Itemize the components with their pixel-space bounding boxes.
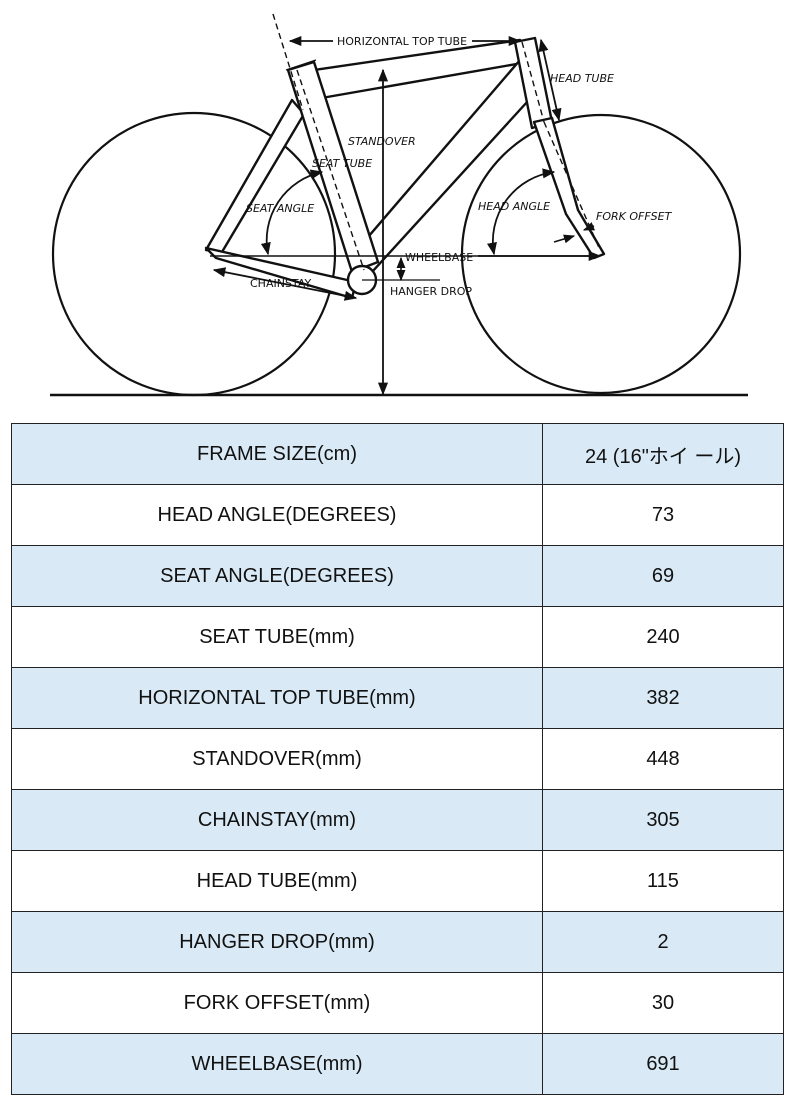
fork-offset-arrow-left xyxy=(553,234,576,244)
row-value: 73 xyxy=(542,484,784,546)
label-head-tube: HEAD TUBE xyxy=(550,72,614,85)
fork-offset-arrow-right xyxy=(582,222,596,231)
row-value: 691 xyxy=(542,1033,784,1095)
front-wheel xyxy=(460,113,742,395)
row-label: HORIZONTAL TOP TUBE(mm) xyxy=(11,667,543,729)
rear-wheel xyxy=(51,111,337,397)
row-label: CHAINSTAY(mm) xyxy=(11,789,543,851)
geometry-spec-table: FRAME SIZE(cm) 24 (16"ホイ ール) HEAD ANGLE(… xyxy=(11,423,784,1095)
row-value: 24 (16"ホイ ール) xyxy=(542,423,784,485)
frame-tube-centerlines xyxy=(296,41,601,271)
label-chainstay: CHAINSTAY xyxy=(250,277,311,290)
row-value: 30 xyxy=(542,972,784,1034)
seat-angle-arc xyxy=(260,169,324,256)
row-label: WHEELBASE(mm) xyxy=(11,1033,543,1095)
row-label: STANDOVER(mm) xyxy=(11,728,543,790)
label-horizontal-top-tube: HORIZONTAL TOP TUBE xyxy=(337,35,467,48)
row-value: 69 xyxy=(542,545,784,607)
table-row: SEAT ANGLE(DEGREES) 69 xyxy=(11,545,784,607)
table-row: HEAD TUBE(mm) 115 xyxy=(11,850,784,912)
row-label: SEAT TUBE(mm) xyxy=(11,606,543,668)
head-angle-arc xyxy=(487,168,556,256)
row-value: 2 xyxy=(542,911,784,973)
label-wheelbase: WHEELBASE xyxy=(405,251,473,264)
top-tube-extension xyxy=(272,13,304,111)
row-label: FORK OFFSET(mm) xyxy=(11,972,543,1034)
table-row: HEAD ANGLE(DEGREES) 73 xyxy=(11,484,784,546)
row-label: HANGER DROP(mm) xyxy=(11,911,543,973)
label-fork-offset: FORK OFFSET xyxy=(596,210,673,223)
table-row: CHAINSTAY(mm) 305 xyxy=(11,789,784,851)
table-row: STANDOVER(mm) 448 xyxy=(11,728,784,790)
label-seat-angle: SEAT ANGLE xyxy=(246,202,314,215)
label-seat-tube: SEAT TUBE xyxy=(312,157,372,170)
row-value: 305 xyxy=(542,789,784,851)
row-label: HEAD ANGLE(DEGREES) xyxy=(11,484,543,546)
row-value: 240 xyxy=(542,606,784,668)
row-value: 382 xyxy=(542,667,784,729)
label-head-angle: HEAD ANGLE xyxy=(478,200,550,213)
row-value: 115 xyxy=(542,850,784,912)
row-value: 448 xyxy=(542,728,784,790)
row-label: SEAT ANGLE(DEGREES) xyxy=(11,545,543,607)
bike-geometry-diagram: HORIZONTAL TOP TUBE HEAD TUBE STANDOVER … xyxy=(50,13,748,397)
seat-tube-dimension-arrow xyxy=(285,59,317,71)
table-row: SEAT TUBE(mm) 240 xyxy=(11,606,784,668)
row-label: FRAME SIZE(cm) xyxy=(11,423,543,485)
table-row: HANGER DROP(mm) 2 xyxy=(11,911,784,973)
row-label: HEAD TUBE(mm) xyxy=(11,850,543,912)
table-row: WHEELBASE(mm) 691 xyxy=(11,1033,784,1095)
table-row: FRAME SIZE(cm) 24 (16"ホイ ール) xyxy=(11,423,784,485)
table-row: HORIZONTAL TOP TUBE(mm) 382 xyxy=(11,667,784,729)
label-hanger-drop: HANGER DROP xyxy=(390,285,472,298)
label-standover: STANDOVER xyxy=(348,135,416,148)
head-tube-dimension-arrow xyxy=(538,38,562,122)
table-row: FORK OFFSET(mm) 30 xyxy=(11,972,784,1034)
chainstay-dimension-arrow xyxy=(212,267,358,301)
